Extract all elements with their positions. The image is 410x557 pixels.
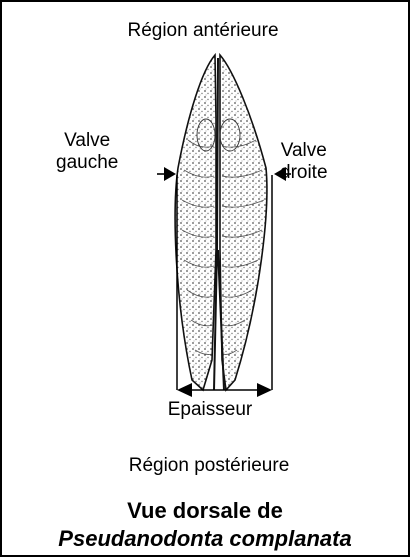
thickness-arrowhead-left — [177, 383, 192, 397]
left-valve-arrowhead — [164, 167, 176, 181]
left-valve-label: Valve gauche — [56, 130, 118, 174]
caption-species: Pseudanodonta complanata — [0, 525, 410, 552]
right-valve-label-line2: droite — [280, 162, 328, 184]
right-valve-label-line1: Valve — [280, 140, 328, 162]
posterior-region-label: Région postérieure — [0, 455, 410, 477]
thickness-label: Epaisseur — [0, 399, 410, 421]
thickness-arrowhead-right — [257, 383, 272, 397]
anterior-region-label: Région antérieure — [0, 20, 406, 42]
right-valve-shape — [220, 55, 267, 390]
right-valve-label: Valve droite — [280, 140, 328, 184]
left-valve-label-line1: Valve — [56, 130, 118, 152]
caption-title: Vue dorsale de — [0, 497, 410, 524]
left-valve-label-line2: gauche — [56, 152, 118, 174]
left-valve-shape — [175, 55, 216, 390]
